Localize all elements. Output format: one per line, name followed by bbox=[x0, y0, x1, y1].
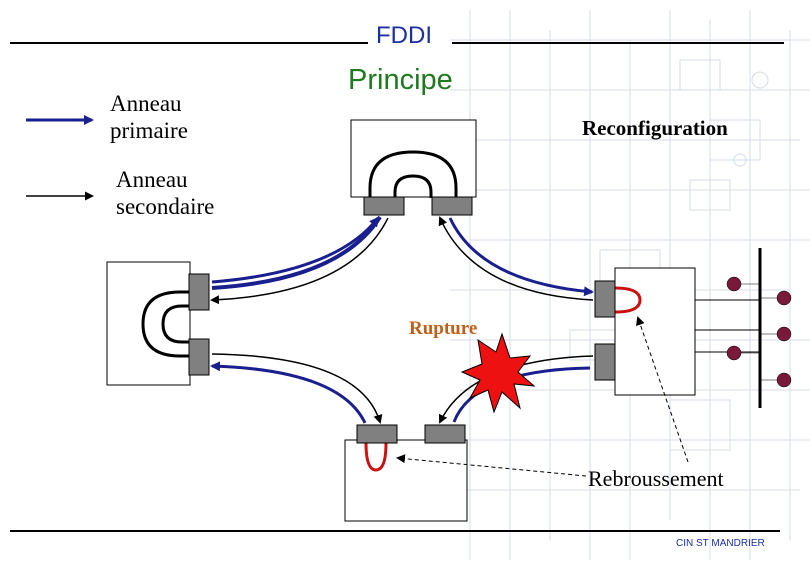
title-rule-right bbox=[452, 42, 784, 44]
ring-top-left-primary bbox=[211, 215, 382, 290]
footer-text: CIN ST MANDRIER bbox=[676, 538, 765, 549]
bottom-port-right bbox=[424, 424, 466, 444]
right-port-top bbox=[594, 280, 616, 318]
rebroussement-pointer-bottom bbox=[396, 454, 587, 477]
ring-top-left-primary-arrow bbox=[211, 216, 380, 284]
rupture-label: Rupture bbox=[409, 318, 478, 339]
right-station-wrap-loop bbox=[614, 286, 642, 314]
page-title: FDDI bbox=[376, 22, 432, 49]
bottom-port-left bbox=[356, 424, 398, 444]
legend-primary-line1: Anneau bbox=[110, 91, 182, 116]
rebroussement-pointer-right bbox=[636, 316, 689, 463]
ring-left-bottom-secondary bbox=[211, 353, 383, 424]
top-port-left bbox=[363, 196, 405, 216]
title-bar: FDDI bbox=[0, 20, 810, 50]
legend-primary-label: Anneau primaire bbox=[110, 90, 188, 144]
top-station-loop bbox=[368, 150, 458, 198]
footer-rule bbox=[10, 530, 780, 532]
legend-primary-line2: primaire bbox=[110, 118, 188, 143]
subtitle: Principe bbox=[348, 64, 453, 96]
legend-secondary-line2: secondaire bbox=[116, 194, 215, 219]
left-station-loop bbox=[141, 290, 190, 358]
right-port-bottom bbox=[594, 343, 616, 381]
ring-top-right-primary bbox=[448, 217, 594, 297]
ring-top-left-secondary bbox=[210, 217, 389, 305]
top-station-loop-inner bbox=[393, 174, 433, 198]
top-port-right bbox=[431, 196, 473, 216]
ring-top-right-secondary bbox=[438, 216, 594, 301]
rupture-burst bbox=[460, 332, 536, 414]
reconfiguration-label: Reconfiguration bbox=[582, 116, 728, 140]
legend-secondary-label: Anneau secondaire bbox=[116, 166, 214, 220]
right-station bbox=[614, 267, 696, 396]
legend-secondary-line1: Anneau bbox=[116, 167, 188, 192]
attached-nodes bbox=[726, 276, 792, 388]
left-station bbox=[106, 261, 191, 386]
bottom-station bbox=[344, 439, 468, 522]
left-port-bottom bbox=[188, 338, 210, 376]
rebroussement-label: Rebroussement bbox=[588, 466, 724, 491]
left-port-top bbox=[188, 273, 210, 311]
bottom-station-wrap-loop bbox=[364, 442, 388, 472]
left-station-loop-inner bbox=[161, 304, 190, 344]
ring-left-bottom-primary bbox=[210, 361, 367, 424]
title-rule-left bbox=[10, 42, 368, 44]
